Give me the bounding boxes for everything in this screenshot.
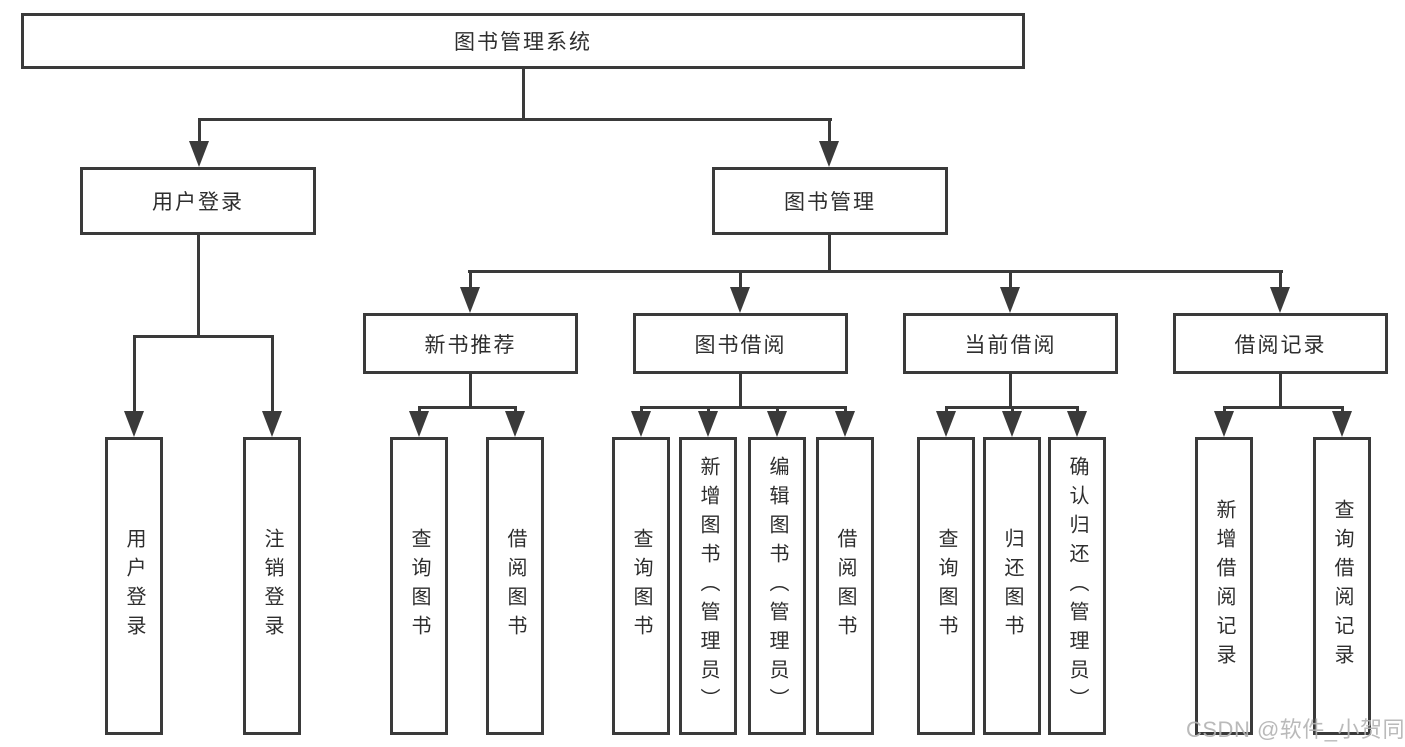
node-user-login: 用户登录 [80, 167, 316, 235]
arrowhead-down-icon [460, 287, 480, 313]
connector-line [198, 118, 832, 121]
node-book-borrow: 图书借阅 [633, 313, 848, 374]
leaf-current-query-book: 查询图书 [917, 437, 975, 735]
connector-line [522, 68, 525, 121]
arrowhead-down-icon [730, 287, 750, 313]
connector-line [1009, 270, 1012, 291]
node-new-book-recommend: 新书推荐 [363, 313, 578, 374]
arrowhead-down-icon [936, 411, 956, 437]
connector-line [197, 235, 200, 338]
leaf-borrow-book: 借阅图书 [816, 437, 874, 735]
arrowhead-down-icon [819, 141, 839, 167]
connector-line [514, 406, 517, 415]
connector-line [1223, 406, 1344, 409]
connector-line [418, 406, 421, 415]
arrowhead-down-icon [1002, 411, 1022, 437]
arrowhead-down-icon [698, 411, 718, 437]
leaf-borrow-query-book: 查询图书 [612, 437, 670, 735]
connector-line [133, 335, 136, 415]
connector-line [1009, 374, 1012, 409]
connector-line [828, 118, 831, 145]
node-root: 图书管理系统 [21, 13, 1025, 69]
connector-line [1011, 406, 1014, 415]
leaf-user-login: 用户登录 [105, 437, 163, 735]
connector-line [739, 270, 742, 291]
connector-line [198, 118, 201, 145]
connector-line [739, 374, 742, 409]
connector-line [640, 406, 847, 409]
arrowhead-down-icon [505, 411, 525, 437]
arrowhead-down-icon [767, 411, 787, 437]
arrowhead-down-icon [1332, 411, 1352, 437]
arrowhead-down-icon [1067, 411, 1087, 437]
leaf-recommend-query-book: 查询图书 [390, 437, 448, 735]
connector-line [469, 374, 472, 409]
connector-line [469, 270, 472, 291]
arrowhead-down-icon [631, 411, 651, 437]
connector-line [1076, 406, 1079, 415]
leaf-query-borrow-record: 查询借阅记录 [1313, 437, 1371, 735]
connector-line [1223, 406, 1226, 415]
connector-line [945, 406, 948, 415]
arrowhead-down-icon [409, 411, 429, 437]
leaf-add-book-admin: 新增图书（管理员） [679, 437, 737, 735]
arrowhead-down-icon [262, 411, 282, 437]
connector-line [844, 406, 847, 415]
leaf-recommend-borrow-book: 借阅图书 [486, 437, 544, 735]
arrowhead-down-icon [1000, 287, 1020, 313]
leaf-logout: 注销登录 [243, 437, 301, 735]
connector-line [640, 406, 643, 415]
leaf-return-book: 归还图书 [983, 437, 1041, 735]
connector-line [828, 235, 831, 273]
arrowhead-down-icon [835, 411, 855, 437]
node-book-management: 图书管理 [712, 167, 948, 235]
connector-line [776, 406, 779, 415]
connector-line [1341, 406, 1344, 415]
csdn-watermark: CSDN @软件_小贺同学 [1186, 717, 1405, 742]
leaf-add-borrow-record: 新增借阅记录 [1195, 437, 1253, 735]
connector-line [418, 406, 517, 409]
arrowhead-down-icon [1270, 287, 1290, 313]
connector-line [271, 335, 274, 415]
connector-line [133, 335, 274, 338]
connector-line [1279, 374, 1282, 409]
arrowhead-down-icon [124, 411, 144, 437]
arrowhead-down-icon [1214, 411, 1234, 437]
leaf-edit-book-admin: 编辑图书（管理员） [748, 437, 806, 735]
connector-line [707, 406, 710, 415]
connector-line [468, 270, 1283, 273]
node-borrow-record: 借阅记录 [1173, 313, 1388, 374]
connector-line [1279, 270, 1282, 291]
node-current-borrow: 当前借阅 [903, 313, 1118, 374]
arrowhead-down-icon [189, 141, 209, 167]
leaf-confirm-return-admin: 确认归还（管理员） [1048, 437, 1106, 735]
